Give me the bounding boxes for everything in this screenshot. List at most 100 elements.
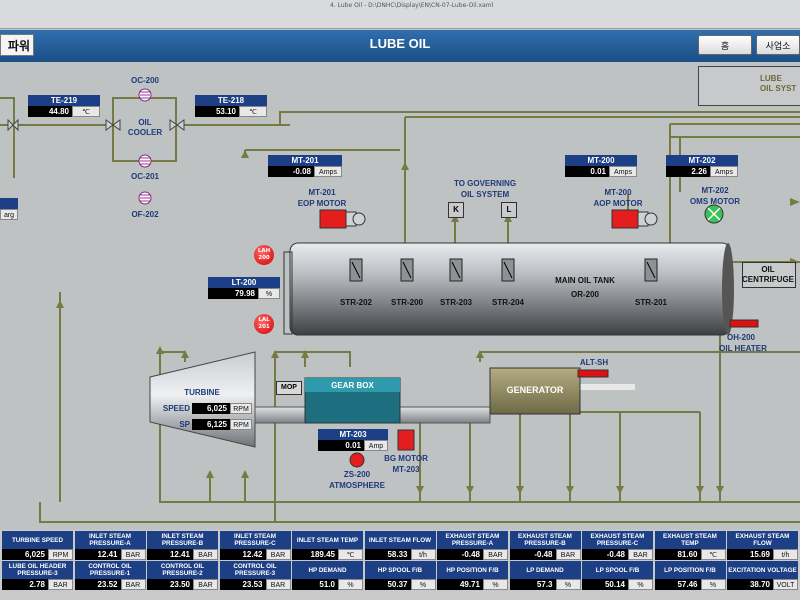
- lt200-display[interactable]: LT-200 79.98%: [208, 277, 280, 299]
- oc200-label: OC-200: [130, 76, 159, 85]
- status-cell-label: EXCITATION VOLTAGE: [727, 561, 798, 579]
- oil-cooler-label-2: COOLER: [127, 128, 163, 137]
- altsh-label: ALT-SH: [579, 358, 609, 367]
- status-cell-unit: VOLT: [773, 579, 798, 590]
- governing-label-1: TO GOVERNING: [453, 179, 517, 188]
- governing-k-button[interactable]: K: [448, 202, 464, 218]
- oil-centrifuge-box[interactable]: [742, 262, 796, 288]
- str204-label: STR-204: [491, 298, 524, 307]
- status-cell-label: INLET STEAM FLOW: [364, 531, 436, 549]
- business-button[interactable]: 사업소: [756, 35, 800, 55]
- legend-label-2: OIL SYST: [760, 84, 797, 93]
- lt200-tag: LT-200: [208, 277, 280, 288]
- status-cell-unit: %: [555, 579, 581, 590]
- mop-button[interactable]: MOP: [276, 381, 302, 395]
- status-cell-value: 38.70: [727, 579, 773, 590]
- te219-display[interactable]: TE-219 44.80℃: [28, 95, 100, 117]
- status-cell-unit: t/h: [410, 549, 436, 560]
- mt203-unit: Amp: [364, 440, 388, 451]
- status-cell-value: 50.14: [582, 579, 628, 590]
- status-cell-value: 12.41: [147, 549, 193, 560]
- turbine-speed-value: 6,025: [192, 403, 230, 414]
- status-cell-unit: BAR: [265, 579, 291, 590]
- status-cell-value: 189.45: [292, 549, 338, 560]
- mt200-tag: MT-200: [565, 155, 637, 166]
- legend-label-1: LUBE: [760, 74, 782, 83]
- status-cell-unit: %: [410, 579, 436, 590]
- generator-label: GENERATOR: [506, 385, 564, 395]
- turbine-label: TURBINE: [184, 388, 220, 397]
- status-cell-label: HP POSITION F/B: [437, 561, 508, 579]
- status-cell-unit: %: [628, 579, 653, 590]
- status-cell-label: LP DEMAND: [509, 561, 581, 579]
- status-cell-label: LP SPOOL F/B: [582, 561, 653, 579]
- mt202-name-2: OMS MOTOR: [689, 197, 741, 206]
- str201-label: STR-201: [634, 298, 667, 307]
- governing-label-2: OIL SYSTEM: [460, 190, 510, 199]
- status-cell-unit: t/h: [773, 549, 798, 560]
- status-cell-label: EXHAUST STEAM FLOW: [727, 531, 798, 549]
- mt200-name-1: MT-200: [604, 188, 632, 197]
- status-cell-label: HP DEMAND: [292, 561, 363, 579]
- lt200-value: 79.98: [208, 288, 258, 299]
- governing-l-button[interactable]: L: [501, 202, 517, 218]
- te219-tag: TE-219: [28, 95, 100, 106]
- status-cell-label: CONTROL OIL PRESSURE-3: [219, 561, 291, 579]
- status-cell-label: INLET STEAM PRESSURE-A: [74, 531, 146, 549]
- zs200-label-2: ATMOSPHERE: [329, 481, 385, 490]
- left-partial-display[interactable]: arg: [0, 198, 18, 220]
- status-cell-label: TURBINE SPEED: [2, 531, 73, 549]
- mt203-name-2: MT-203: [392, 465, 420, 474]
- status-cell-unit: ℃: [338, 549, 363, 560]
- status-cell-value: 51.0: [292, 579, 338, 590]
- mt201-name-1: MT-201: [308, 188, 336, 197]
- oil-cooler-label-1: OIL: [138, 118, 152, 127]
- of202-label: OF-202: [131, 210, 159, 219]
- status-cell-label: HP SPOOL F/B: [364, 561, 436, 579]
- te218-display[interactable]: TE-218 53.10℃: [195, 95, 267, 117]
- plant-nav-button[interactable]: 파워: [0, 34, 34, 56]
- home-button[interactable]: 홈: [698, 35, 752, 55]
- status-cell-value: 49.71: [437, 579, 483, 590]
- zs200-label-1: ZS-200: [343, 470, 371, 479]
- header-bar: 파워 LUBE OIL 홈 사업소: [0, 30, 800, 62]
- mt203-tag: MT-203: [318, 429, 388, 440]
- te218-unit: ℃: [239, 106, 267, 117]
- status-cell-label: EXHAUST STEAM PRESSURE-B: [509, 531, 581, 549]
- window-title: 4. Lube Oil - D:\DNHC\Display\EN\CN-07-L…: [330, 2, 494, 9]
- mt202-tag: MT-202: [666, 155, 738, 166]
- status-cell-unit: RPM: [48, 549, 73, 560]
- tank-name-1: MAIN OIL TANK: [555, 276, 615, 285]
